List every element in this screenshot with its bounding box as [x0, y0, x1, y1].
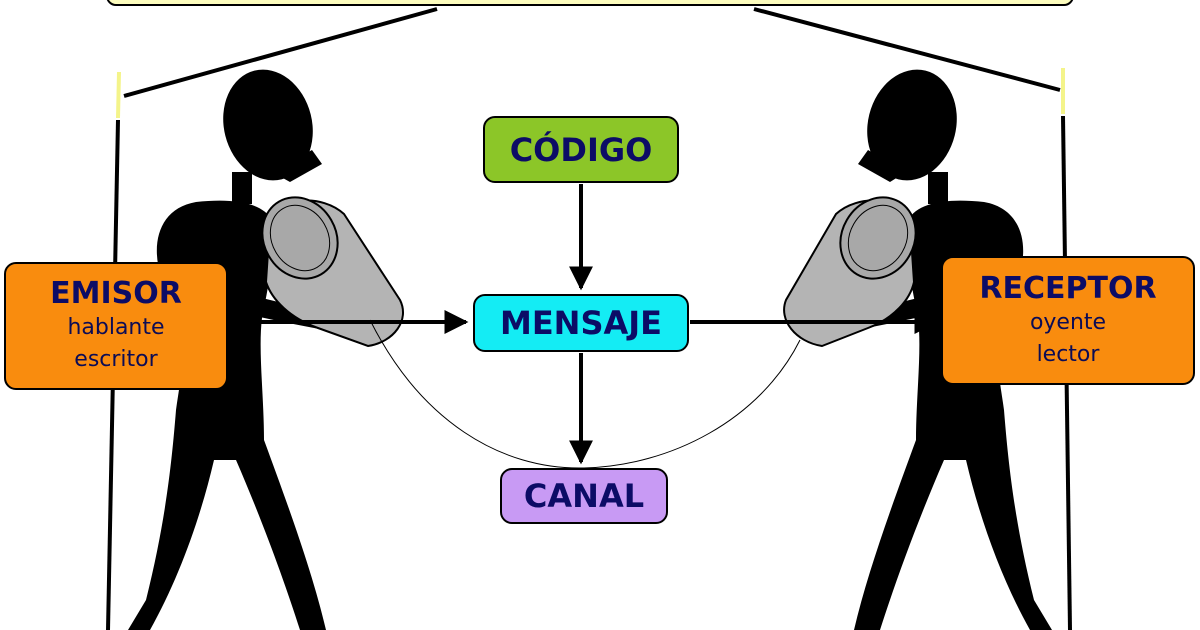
canal-label: CANAL: [523, 477, 645, 515]
tin-can-right: [783, 196, 917, 348]
arrows: [228, 184, 939, 465]
emisor-line-hablante: hablante: [67, 315, 165, 340]
codigo-label: CÓDIGO: [509, 130, 653, 169]
receptor-box: RECEPTOR oyente lector: [941, 256, 1195, 385]
emisor-box: EMISOR hablante escritor: [4, 262, 228, 390]
pole-tips: [116, 68, 1065, 119]
emisor-label: EMISOR: [50, 276, 182, 311]
receptor-line-oyente: oyente: [1029, 309, 1107, 335]
receptor-label: RECEPTOR: [979, 270, 1157, 306]
canal-box: CANAL: [500, 468, 668, 524]
mensaje-label: MENSAJE: [499, 304, 663, 342]
codigo-box: CÓDIGO: [483, 116, 679, 183]
mensaje-box: MENSAJE: [473, 294, 689, 352]
receptor-line-lector: lector: [1036, 341, 1100, 367]
tin-can-left: [261, 196, 404, 348]
emisor-line-escritor: escritor: [74, 347, 158, 372]
